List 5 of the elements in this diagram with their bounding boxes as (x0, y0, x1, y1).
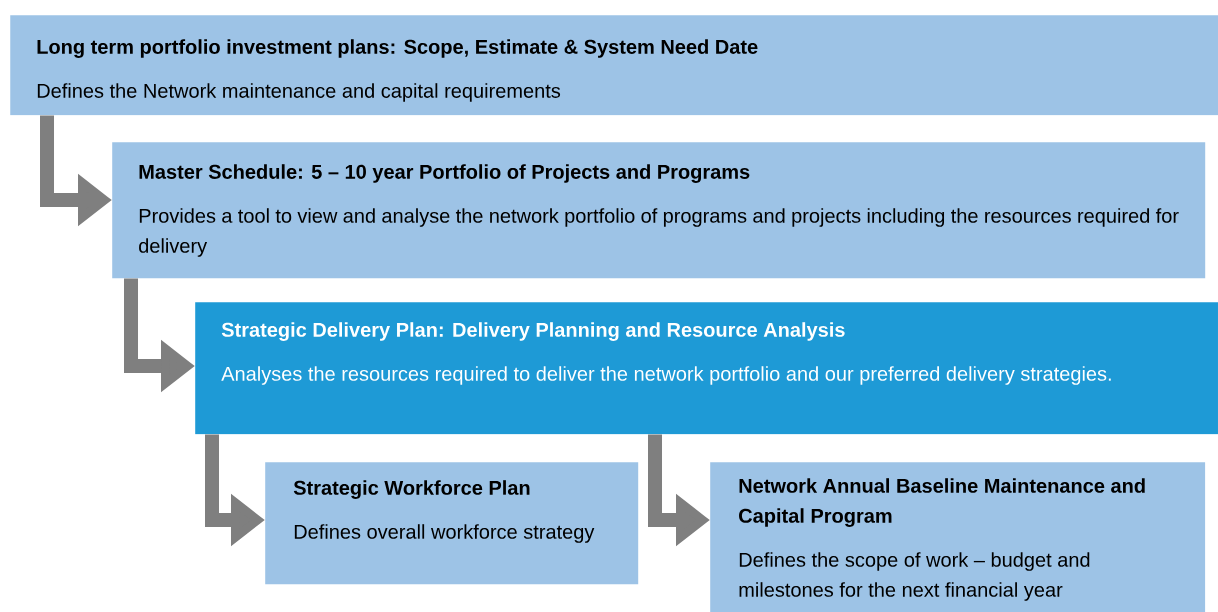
process-box: Strategic Delivery Plan: Delivery Planning and Resource Analysis Analyses the resources required to deliver the network portfolio and our preferred delivery strategies. (195, 302, 1218, 435)
process-box: Long term portfolio investment plans: Scope, Estimate & System Need Date Defines the Network maintenance and capital requirements (10, 15, 1218, 116)
process-box: Strategic Workforce Plan Defines overall workforce strategy (265, 462, 639, 585)
process-box: Master Schedule: 5 – 10 year Portfolio of Projects and Programs Provides a tool to view and analyse the network portfolio of programs and projects including the resources required for delivery (112, 142, 1206, 279)
process-box: Network Annual Baseline Maintenance and Capital Program Defines the scope of work – budget and milestones for the next financial year (710, 462, 1206, 612)
